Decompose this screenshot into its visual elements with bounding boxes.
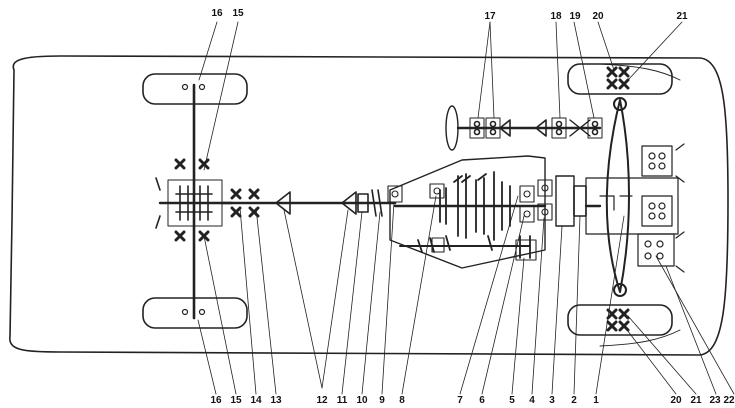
label-4-bottom: 4	[529, 395, 535, 406]
label-21-bottom: 21	[690, 395, 702, 406]
steering-shaft	[445, 105, 603, 151]
label-7-bottom: 7	[457, 395, 463, 406]
gearbox-housing	[389, 155, 546, 269]
car-body-outline	[9, 55, 729, 356]
leader-lines	[197, 21, 735, 395]
engine-accessories	[637, 143, 685, 273]
label-1-bottom: 1	[593, 395, 599, 406]
wheel-front-left	[567, 63, 673, 95]
label-18-top: 18	[550, 11, 562, 22]
label-11-bottom: 11	[336, 395, 348, 406]
label-14-bottom: 14	[250, 395, 262, 406]
front-axle-linkage	[605, 97, 630, 297]
label-22-bottom: 22	[723, 395, 735, 406]
label-16-top: 16	[211, 8, 223, 19]
gearbox-bearings	[387, 179, 553, 261]
label-16-bottom: 16	[210, 395, 222, 406]
wheel-front-right	[567, 304, 673, 336]
label-6-bottom: 6	[479, 395, 485, 406]
label-15-bottom: 15	[230, 395, 242, 406]
label-12-bottom: 12	[316, 395, 328, 406]
label-5-bottom: 5	[509, 395, 515, 406]
universal-joints	[275, 189, 383, 217]
hub-marks	[181, 83, 206, 316]
label-17-top: 17	[484, 11, 496, 22]
label-9-bottom: 9	[379, 395, 385, 406]
label-15-top: 15	[232, 8, 244, 19]
label-19-top: 19	[569, 11, 581, 22]
car-body-inner-line	[599, 63, 681, 347]
label-3-bottom: 3	[549, 395, 555, 406]
rear-differential	[155, 177, 234, 229]
label-20-top: 20	[592, 11, 604, 22]
label-21-top: 21	[676, 11, 688, 22]
label-20-bottom: 20	[670, 395, 682, 406]
label-2-bottom: 2	[571, 395, 577, 406]
label-8-bottom: 8	[399, 395, 405, 406]
label-10-bottom: 10	[356, 395, 368, 406]
label-23-bottom: 23	[709, 395, 721, 406]
label-13-bottom: 13	[270, 395, 282, 406]
